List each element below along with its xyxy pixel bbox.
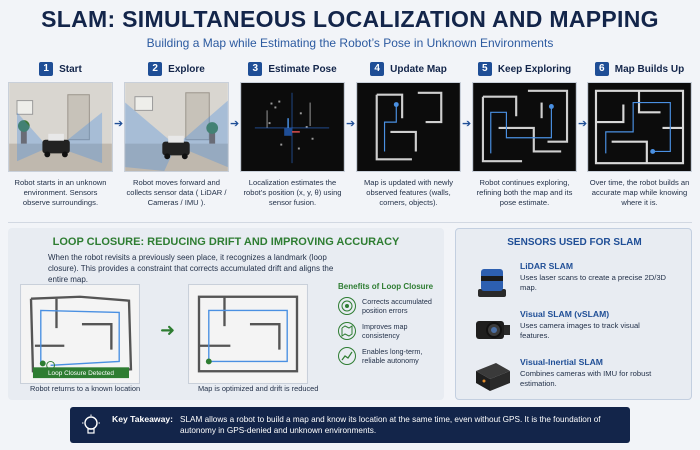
step-label: Update Map: [390, 63, 447, 75]
step-start: 1 Start Robot starts in an unknown enviro…: [8, 60, 113, 225]
map-icon: [338, 322, 356, 340]
page-subtitle: Building a Map while Estimating the Robo…: [146, 36, 554, 50]
loop-detected-label: Loop Closure Detected: [48, 370, 114, 377]
step-label: Start: [59, 63, 82, 75]
step-description: Robot moves forward and collects sensor …: [126, 178, 227, 207]
step-keep-exploring: 5 Keep Exploring Robot continues explorin…: [472, 60, 577, 225]
step-description: Map is updated with newly observed featu…: [363, 178, 454, 207]
arrow-right-icon: ➜: [160, 320, 176, 340]
arrow-right-icon: ➔: [462, 118, 472, 130]
benefit-item: Improves map consistency: [338, 322, 438, 340]
step-number: 4: [370, 62, 385, 76]
sensor-description: Combines cameras with IMU for robust est…: [520, 369, 652, 388]
step-estimate-pose: 3 Estimate Pose Localization estimates th…: [240, 60, 345, 225]
step-label: Map Builds Up: [614, 63, 685, 75]
sensor-visual: Visual SLAM (vSLAM) Uses camera images t…: [470, 309, 685, 349]
lidar-icon: [478, 269, 506, 297]
benefits-title: Benefits of Loop Closure: [338, 282, 434, 291]
sensors-title: SENSORS USED FOR SLAM: [507, 237, 642, 248]
arrow-right-icon: ➔: [230, 118, 240, 130]
caption-before: Robot returns to a known location: [30, 384, 141, 393]
step-description: Robot starts in an unknown environment. …: [14, 178, 107, 207]
step-explore: 2 Explore Robot moves forward and collect…: [124, 60, 229, 225]
step-map-builds-up: 6 Map Builds Up Over time, the robot buil…: [587, 60, 692, 225]
step-label: Keep Exploring: [497, 63, 572, 75]
section-divider: [8, 222, 692, 223]
benefits-list: Benefits of Loop Closure Corrects accumu…: [338, 282, 438, 372]
step-number: 3: [248, 62, 263, 76]
loop-closure-panel: LOOP CLOSURE: REDUCING DRIFT AND IMPROVI…: [8, 228, 444, 400]
benefit-item: Enables long-term, reliable autonomy: [338, 347, 438, 365]
pose-estimate-image: [240, 82, 345, 172]
camera-icon: [476, 321, 510, 339]
sensor-lidar: LiDAR SLAM Uses laser scans to create a …: [470, 261, 685, 301]
sensors-panel: SENSORS USED FOR SLAM LiDAR SLAM Uses la…: [455, 228, 692, 400]
takeaway-text: SLAM allows a robot to build a map and k…: [180, 415, 601, 435]
step-description: Robot continues exploring, refining both…: [476, 178, 573, 207]
sensor-visual-inertial: Visual-Inertial SLAM Combines cameras wi…: [470, 357, 685, 397]
step-number: 5: [477, 62, 492, 76]
caption-after: Map is optimized and drift is reduced: [198, 384, 319, 393]
step-label: Estimate Pose: [268, 63, 337, 75]
arrow-right-icon: ➔: [578, 118, 588, 130]
step-description: Localization estimates the robot’s posit…: [243, 178, 342, 207]
step-update-map: 4 Update Map Map is updated with newly ob…: [356, 60, 461, 225]
page-title: SLAM: SIMULTANEOUS LOCALIZATION AND MAPP…: [41, 6, 659, 32]
sensor-description: Uses camera images to track visual featu…: [520, 321, 640, 340]
step-label: Explore: [168, 63, 205, 75]
takeaway-label: Key Takeaway:: [112, 414, 173, 424]
occupancy-map-image: [472, 82, 577, 172]
sensor-name: Visual SLAM (vSLAM): [520, 309, 610, 319]
benefit-item: Corrects accumulated position errors: [338, 297, 438, 315]
key-takeaway-banner: Key Takeaway: SLAM allows a robot to bui…: [70, 407, 630, 443]
arrow-right-icon: ➔: [346, 118, 356, 130]
loop-closure-title: LOOP CLOSURE: REDUCING DRIFT AND IMPROVI…: [52, 236, 400, 248]
step-number: 6: [594, 62, 609, 76]
occupancy-map-image: [587, 82, 692, 172]
map-after-optimization: [188, 284, 308, 384]
loop-closure-description: When the robot revisits a previously see…: [48, 253, 334, 284]
imu-icon: [476, 363, 510, 391]
sensor-name: Visual-Inertial SLAM: [520, 357, 603, 367]
room-scene-image: [124, 82, 229, 172]
sensor-description: Uses laser scans to create a precise 2D/…: [520, 273, 667, 292]
step-description: Over time, the robot builds an accurate …: [589, 178, 690, 207]
map-before-optimization: Loop Closure Detected: [20, 284, 140, 384]
trend-chart-icon: [338, 347, 356, 365]
steps-row: 1 Start Robot starts in an unknown enviro…: [8, 60, 692, 225]
occupancy-map-image: [356, 82, 461, 172]
sensor-name: LiDAR SLAM: [520, 261, 573, 271]
lightbulb-icon: [82, 414, 100, 434]
room-scene-image: [8, 82, 113, 172]
step-number: 1: [39, 62, 54, 76]
step-number: 2: [148, 62, 163, 76]
arrow-right-icon: ➔: [114, 118, 124, 130]
target-icon: [338, 297, 356, 315]
